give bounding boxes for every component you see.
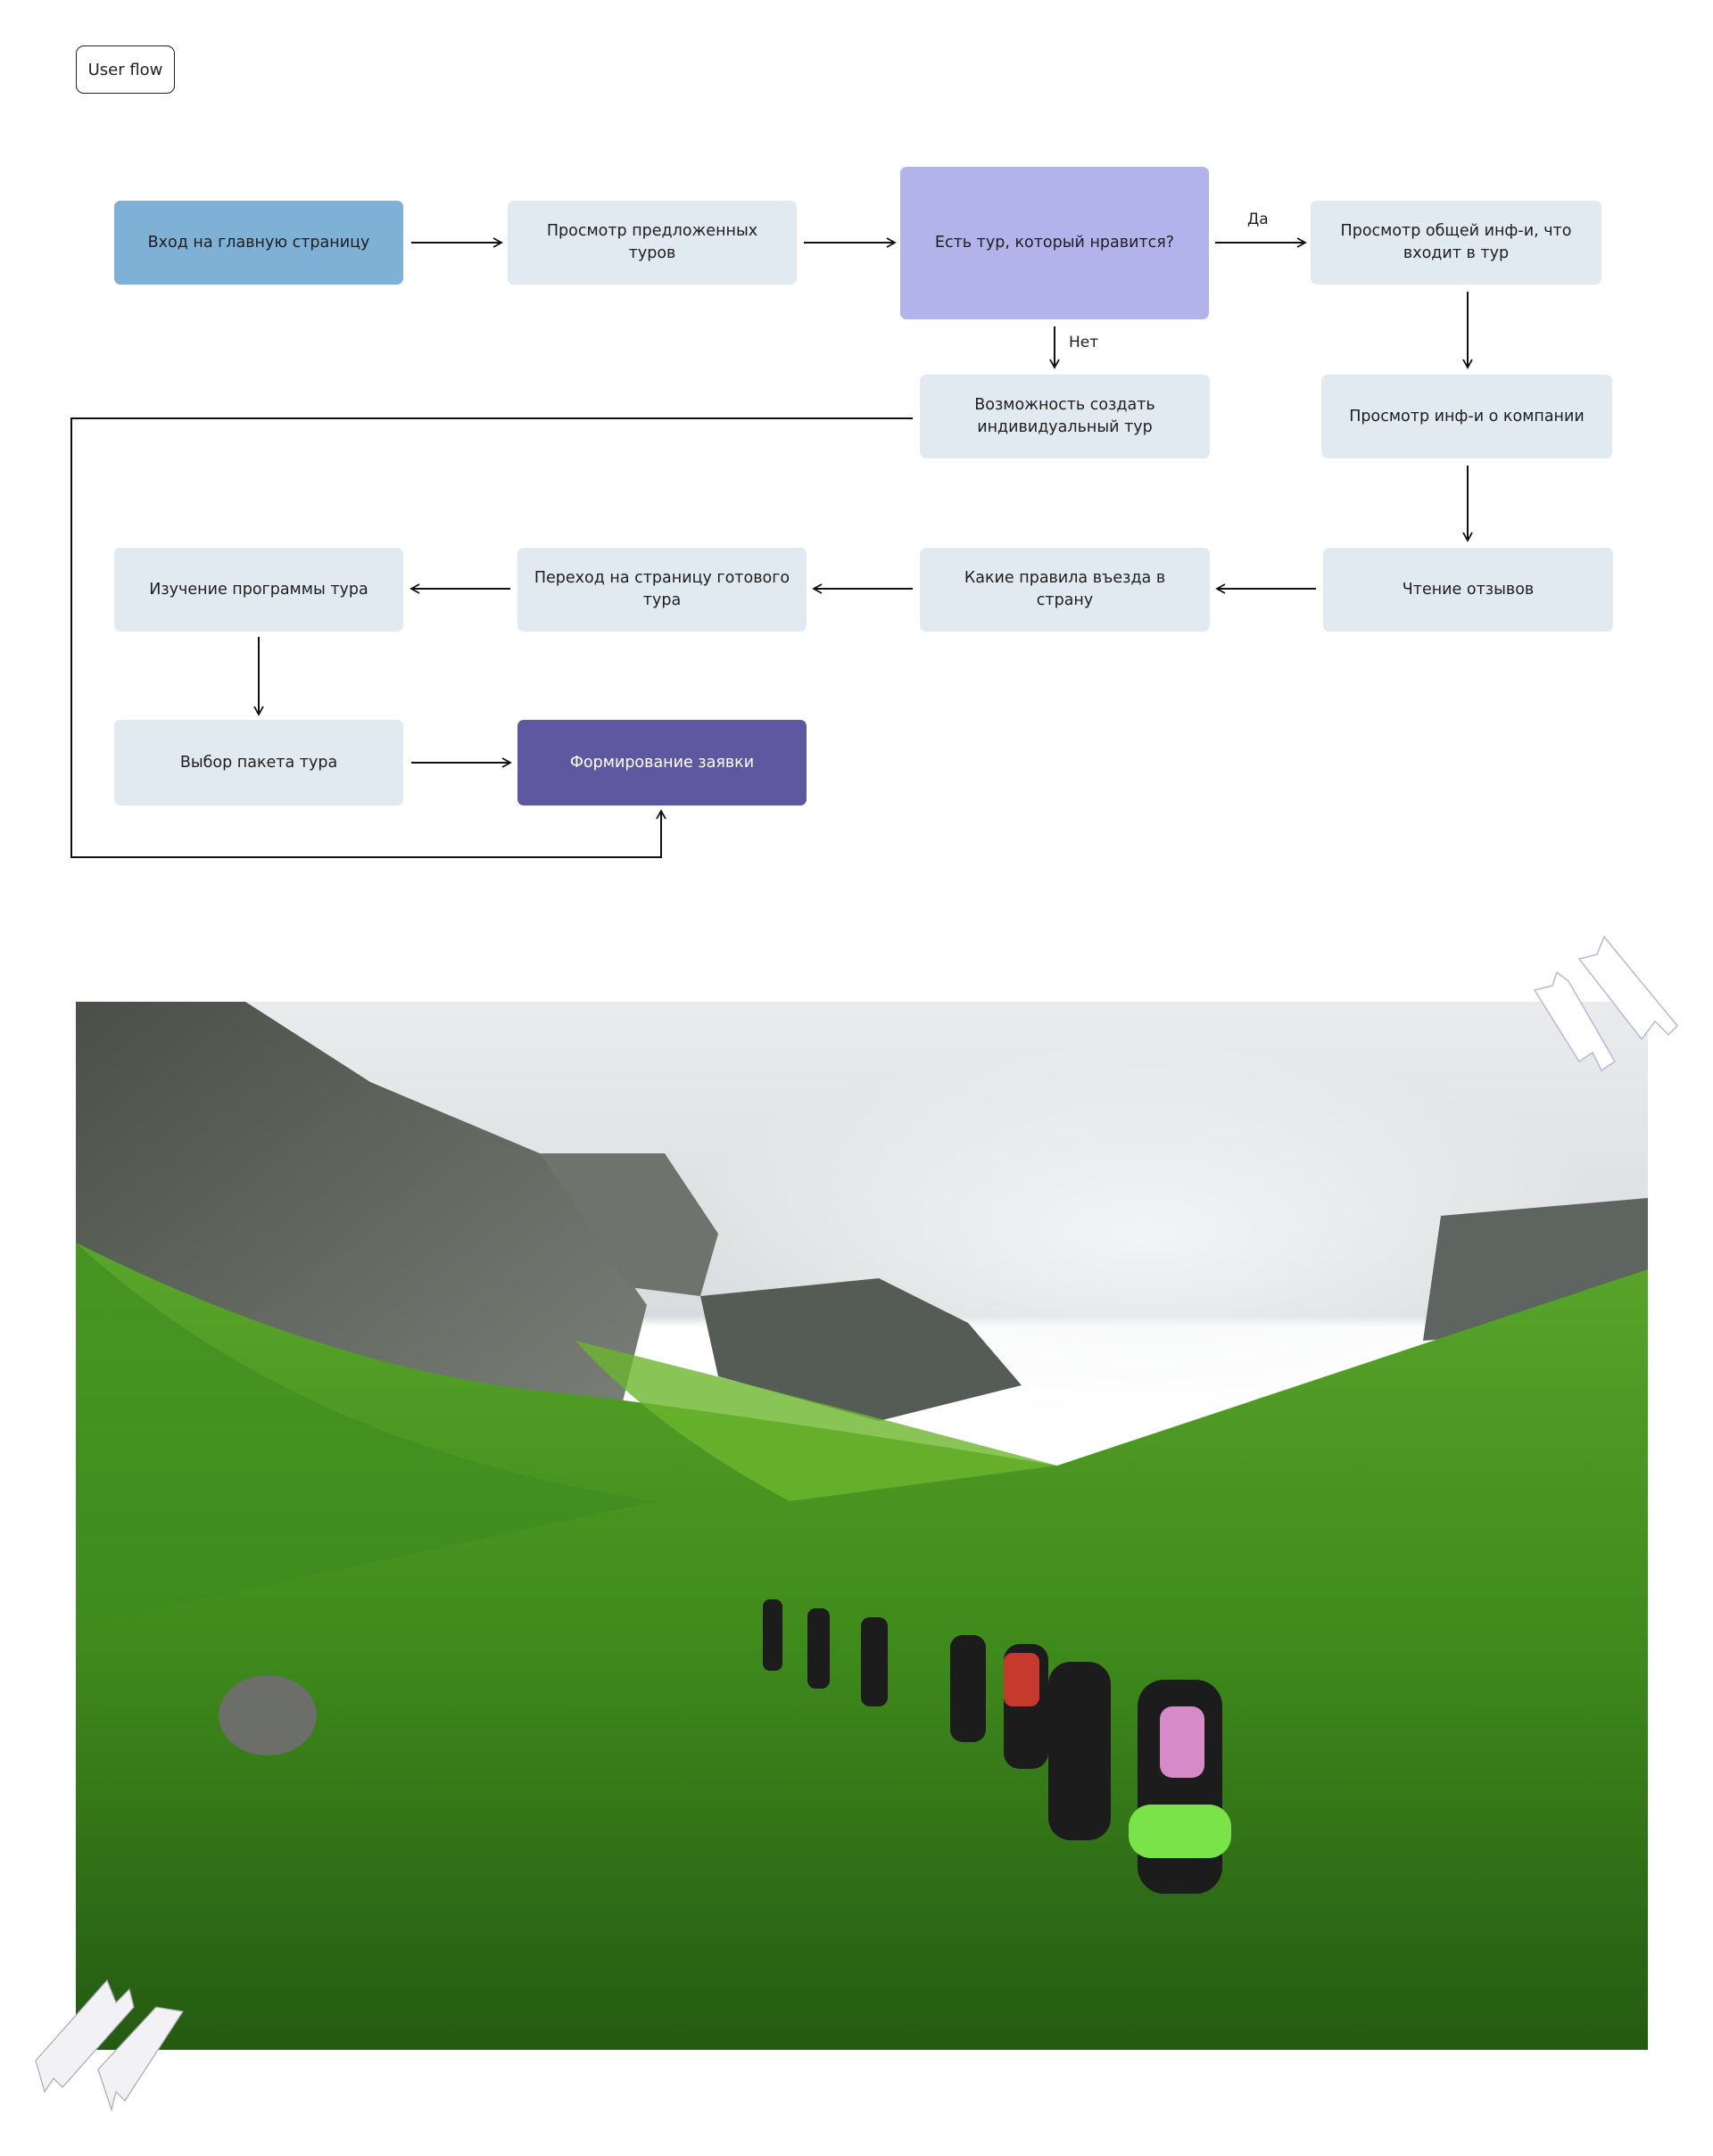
node-reviews[interactable]: Чтение отзывов	[1323, 548, 1613, 632]
node-entry-rules[interactable]: Какие правила въезда в страну	[920, 548, 1210, 632]
node-request[interactable]: Формирование заявки	[517, 720, 807, 805]
arrow-custom-request	[70, 417, 913, 858]
user-flow-tag: User flow	[76, 45, 175, 94]
node-question[interactable]: Есть тур, который нравится?	[900, 167, 1209, 319]
node-custom-tour[interactable]: Возможность создать индивидуальный тур	[920, 375, 1210, 458]
tape-decoration-bottom-left	[35, 1978, 185, 2112]
flow-connectors	[70, 237, 1473, 858]
node-browse[interactable]: Просмотр предложенных туров	[508, 201, 797, 285]
hiking-photo	[76, 1002, 1648, 2050]
node-tour-page[interactable]: Переход на страницу готового тура	[517, 548, 807, 632]
tape-decoration-top-right	[1533, 935, 1679, 1072]
node-home[interactable]: Вход на главную страницу	[114, 201, 403, 285]
node-package[interactable]: Выбор пакета тура	[114, 720, 403, 805]
node-general-info[interactable]: Просмотр общей инф-и, что входит в тур	[1311, 201, 1601, 285]
node-company-info[interactable]: Просмотр инф-и о компании	[1321, 375, 1612, 458]
yes-label: Да	[1247, 211, 1269, 228]
mountain-meadow-illustration	[76, 1002, 1648, 2050]
node-program[interactable]: Изучение программы тура	[114, 548, 403, 632]
no-label: Нет	[1069, 334, 1099, 351]
